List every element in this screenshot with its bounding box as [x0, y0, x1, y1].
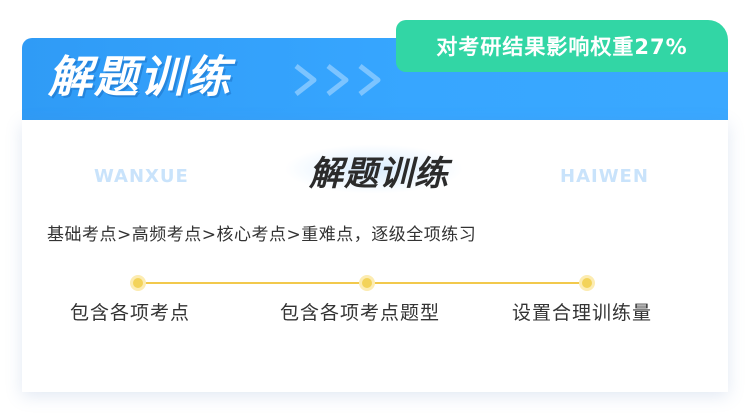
progression-text: 基础考点>高频考点>核心考点>重难点，逐级全项练习: [47, 225, 477, 245]
banner-title: 解题训练: [48, 52, 232, 103]
timeline-dot-1: [130, 275, 146, 291]
timeline-dot-3: [579, 275, 595, 291]
content-card: WANXUE HAIWEN 解题训练 基础考点>高频考点>核心考点>重难点，逐级…: [22, 120, 728, 392]
watermark-left: WANXUE: [94, 166, 189, 187]
timeline: [22, 270, 728, 300]
step-label-2: 包含各项考点题型: [280, 302, 441, 324]
title-glow: [284, 144, 464, 194]
card-title: 解题训练: [309, 154, 449, 194]
weight-tag: 对考研结果影响权重27%: [396, 20, 728, 72]
step-label-1: 包含各项考点: [70, 302, 191, 324]
step-label-3: 设置合理训练量: [512, 302, 653, 324]
watermark-right: HAIWEN: [560, 166, 649, 187]
timeline-dot-2: [359, 275, 375, 291]
chevron-right-icon: [294, 64, 381, 96]
